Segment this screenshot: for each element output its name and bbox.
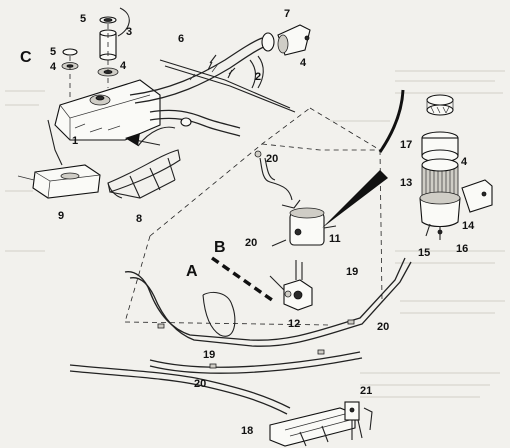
section-letters: A B C	[20, 49, 226, 280]
arrow-head	[125, 133, 140, 146]
fuel-injection-pump	[269, 260, 313, 311]
callout-1: 1	[72, 135, 78, 147]
sender-unit-c	[61, 48, 79, 100]
callout-5-b: 5	[50, 46, 56, 58]
callout-6: 6	[178, 33, 184, 45]
callout-14: 14	[462, 220, 475, 232]
callout-4-b: 4	[120, 60, 127, 72]
callout-16: 16	[456, 243, 468, 255]
line-clips	[157, 54, 355, 369]
fuel-lines	[69, 257, 412, 415]
filler-neck	[129, 32, 275, 104]
callout-11: 11	[329, 233, 341, 245]
cradle-pointer-curve	[137, 126, 176, 147]
cradle-pointer-arrow	[134, 139, 161, 146]
callout-9: 9	[58, 210, 64, 222]
callout-12: 12	[288, 318, 300, 330]
fuel-tank	[54, 79, 161, 141]
callout-4-a: 4	[50, 61, 57, 73]
callout-2: 2	[255, 71, 261, 83]
callout-19-a: 19	[346, 266, 358, 278]
vent-pipes	[159, 59, 296, 113]
fuel-filter-assembly	[419, 94, 461, 240]
detail-leader-lines	[124, 107, 383, 326]
callout-20-c: 20	[377, 321, 389, 333]
callout-20-b: 20	[245, 237, 257, 249]
callout-7: 7	[284, 8, 290, 20]
callout-3: 3	[126, 26, 132, 38]
callout-19-b: 19	[203, 349, 215, 361]
callout-20-a: 20	[266, 153, 278, 165]
background-page-texture	[5, 70, 505, 398]
skid-bracket	[269, 407, 356, 447]
callout-17: 17	[400, 139, 412, 151]
float-lever	[47, 119, 63, 166]
fuel-sensor-21	[344, 401, 373, 440]
callout-4-c: 4	[300, 57, 307, 69]
callout-18: 18	[241, 425, 253, 437]
callout-8: 8	[136, 213, 142, 225]
vent-hose-20	[254, 150, 293, 201]
callout-13: 13	[400, 177, 412, 189]
filler-cap	[277, 24, 311, 56]
callout-20-d: 20	[194, 378, 206, 390]
callout-21: 21	[360, 385, 372, 397]
callout-15: 15	[418, 247, 430, 259]
letter-b: B	[214, 239, 226, 256]
filter-wedge	[322, 170, 388, 228]
letter-c: C	[20, 49, 32, 66]
fill-hose	[149, 109, 241, 137]
fuel-pump-module	[97, 7, 130, 88]
callout-labels: 1 2 3 4 4 4 4 5 5 6 7 8 9 11 12 13 14 15…	[50, 8, 475, 437]
letter-a: A	[186, 263, 198, 280]
filter-mounting-bracket	[461, 179, 493, 213]
filter-detail-pointer	[378, 89, 405, 153]
callout-5-a: 5	[80, 13, 86, 25]
pressure-regulator	[271, 199, 337, 247]
carbon-canister	[17, 164, 101, 199]
tank-cradle	[107, 149, 181, 199]
callout-4-d: 4	[461, 156, 468, 168]
